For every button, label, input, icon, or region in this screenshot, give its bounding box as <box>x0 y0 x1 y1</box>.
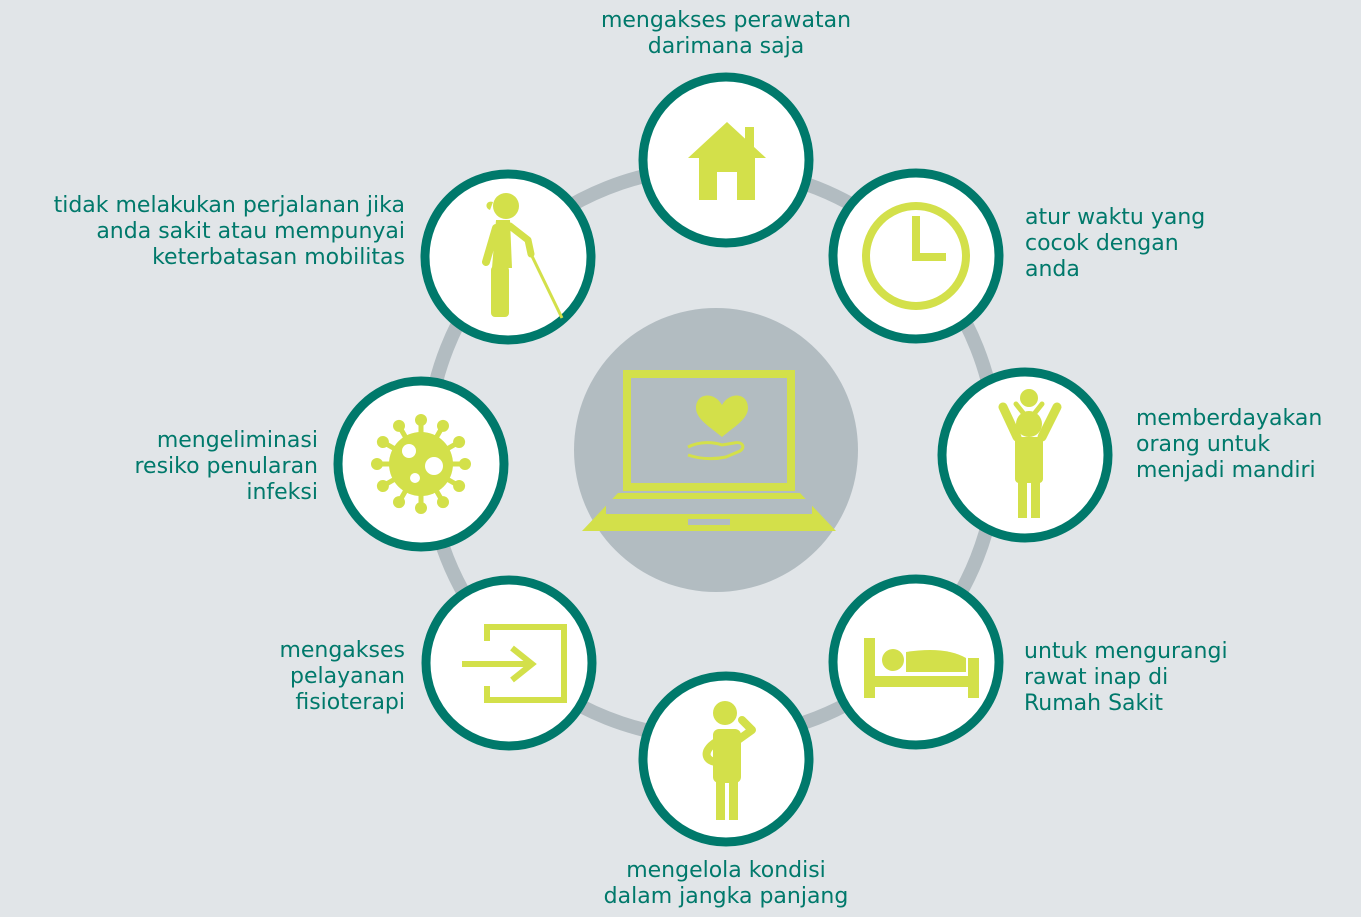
virus-icon <box>371 414 471 514</box>
label-upper-left: tidak melakukan perjalanan jika anda sak… <box>53 193 405 270</box>
virus-spike-tip <box>393 496 405 509</box>
node-lower-right <box>828 574 1004 750</box>
clock-icon <box>862 202 970 310</box>
node-upper-right <box>828 168 1004 344</box>
node-top <box>638 72 814 248</box>
virus-spike-tip <box>415 502 427 514</box>
thinking-person-icon <box>702 701 756 820</box>
label-top: mengakses perawatan darimana saja <box>600 8 852 59</box>
elderly-person-cane-icon <box>482 193 564 319</box>
parent-child-icon <box>998 389 1062 518</box>
node-upper-left <box>420 169 596 345</box>
enter-arrow-icon <box>462 624 567 703</box>
virus-spike-tip <box>459 458 471 470</box>
node-lower-left <box>421 575 597 751</box>
node-left <box>333 376 509 552</box>
virus-spike-tip <box>393 419 405 432</box>
node-right <box>937 367 1113 543</box>
virus-spike-tip <box>453 480 466 492</box>
label-left: mengeliminasi resiko penularan infeksi <box>134 428 318 505</box>
virus-spike-tip <box>376 480 389 492</box>
virus-spike-tip <box>376 436 389 448</box>
virus-spike-tip <box>437 496 449 509</box>
center-hub <box>574 308 858 592</box>
virus-spike-tip <box>437 419 449 432</box>
laptop-heart-hand-icon <box>582 370 836 531</box>
bed-icon <box>864 638 979 698</box>
label-right: memberdayakan orang untuk menjadi mandir… <box>1136 406 1323 483</box>
node-bottom <box>638 671 814 847</box>
house-icon <box>688 122 766 200</box>
virus-spike-tip <box>415 414 427 426</box>
virus-spike-tip <box>453 436 466 448</box>
virus-spikes <box>371 414 471 514</box>
hub-circle <box>574 308 858 592</box>
label-upper-right: atur waktu yang cocok dengan anda <box>1025 205 1206 282</box>
label-lower-right: untuk mengurangi rawat inap di Rumah Sak… <box>1024 639 1228 716</box>
label-bottom: mengelola kondisi dalam jangka panjang <box>603 858 849 909</box>
label-lower-left: mengakses pelayanan fisioterapi <box>279 638 405 715</box>
virus-spike-tip <box>371 458 383 470</box>
